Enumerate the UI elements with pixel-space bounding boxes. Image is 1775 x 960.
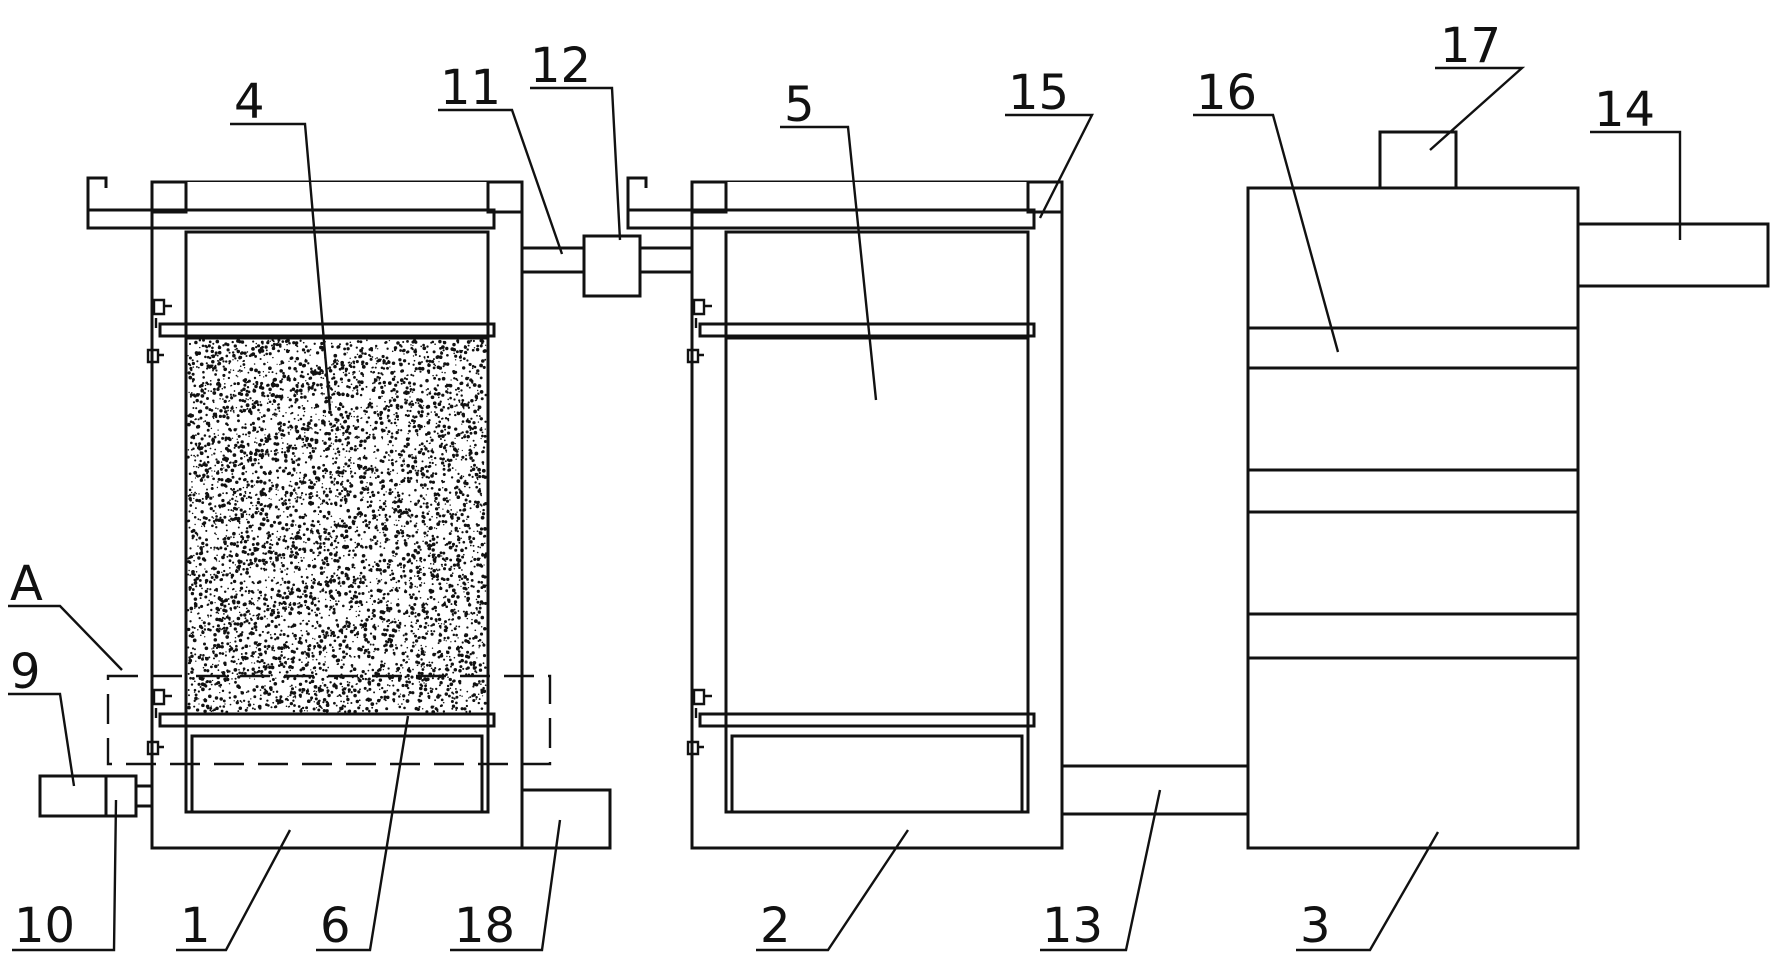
granular-texture [186, 338, 488, 714]
filter-layer-2 [1246, 468, 1580, 514]
tank-2-post-right [1026, 180, 1064, 214]
tank-3 [1246, 130, 1580, 850]
tank-2-lid-handle [626, 176, 648, 210]
tank-1-post-left [150, 180, 188, 214]
label-14: 14 [1594, 82, 1655, 138]
tank-1-clamps [146, 298, 172, 756]
label-13: 13 [1042, 898, 1103, 954]
tank-2 [626, 176, 1064, 850]
label-4: 4 [234, 74, 265, 130]
label-5: 5 [784, 77, 815, 133]
filter-layer-3 [1246, 612, 1580, 660]
tank-3-top-box [1378, 130, 1458, 190]
label-18: 18 [454, 898, 515, 954]
label-11: 11 [440, 60, 501, 116]
tank-2-bottom-chamber [730, 734, 1024, 814]
tank-2-lid [626, 208, 1036, 230]
valve-12 [582, 234, 642, 298]
tank-1 [86, 176, 524, 850]
labels: 4 11 12 5 15 16 17 14 A 9 10 1 6 18 2 13… [10, 18, 1655, 954]
tank-1-lid [86, 208, 496, 230]
outlet-box-18 [522, 788, 612, 850]
tank-2-top-plate [698, 322, 1036, 338]
filter-media-honeycomb [724, 336, 1030, 716]
tank-2-bottom-plate [698, 712, 1036, 728]
label-16: 16 [1196, 65, 1257, 121]
leader-lines [8, 66, 1682, 952]
tank-1-top-plate [158, 322, 496, 338]
outlet-pipe-14 [1578, 222, 1770, 288]
label-17: 17 [1440, 18, 1501, 74]
pipe-13 [1062, 764, 1248, 816]
tank-2-post-left [690, 180, 728, 214]
label-15: 15 [1008, 65, 1069, 121]
label-12: 12 [530, 38, 591, 94]
tank-2-clamps [686, 298, 712, 756]
tank-1-bottom-chamber [190, 734, 484, 814]
label-9: 9 [10, 644, 41, 700]
label-6: 6 [320, 898, 351, 954]
tank-2-wall [690, 180, 1064, 850]
tank-1-wall [150, 180, 524, 850]
tank-1-lid-handle [86, 176, 108, 210]
label-2: 2 [760, 898, 791, 954]
tank-1-bottom-plate [158, 712, 496, 728]
label-3: 3 [1300, 898, 1331, 954]
tank-1-post-right [486, 180, 524, 214]
filter-layer-1 [1246, 326, 1580, 370]
label-10: 10 [14, 898, 75, 954]
tank-3-body [1246, 186, 1580, 850]
box-10 [104, 774, 138, 818]
label-A: A [10, 556, 43, 612]
label-1: 1 [180, 898, 211, 954]
connections [38, 222, 1770, 850]
detail-a-outline [106, 674, 552, 766]
pipe-11 [522, 246, 692, 274]
